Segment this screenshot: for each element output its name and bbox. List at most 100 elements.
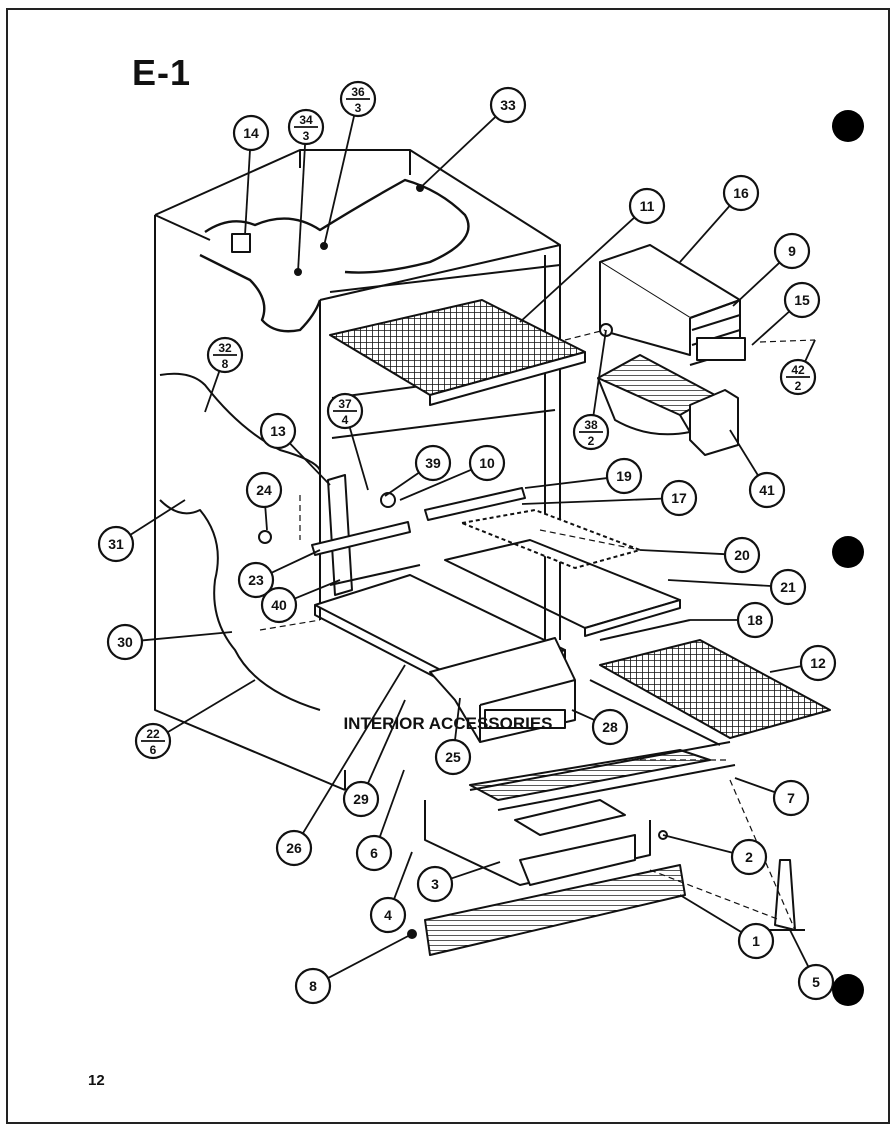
callout-c18: 18 xyxy=(736,601,774,639)
callout-c11: 11 xyxy=(628,187,666,225)
page-border xyxy=(6,8,890,1124)
callout-leader-c30 xyxy=(141,631,233,642)
crisper-drawer-assembly xyxy=(314,574,576,743)
callout-circle xyxy=(730,838,768,876)
callout-leader-c11 xyxy=(519,216,636,323)
callout-c40: 40 xyxy=(260,586,298,624)
meat-pan-assembly xyxy=(424,741,736,886)
callout-leader-c23 xyxy=(271,549,321,574)
callout-c26: 26 xyxy=(275,829,313,867)
callout-c33: 33 xyxy=(489,86,527,124)
callout-label: 41 xyxy=(759,482,775,498)
callout-leader-c31 xyxy=(129,499,186,536)
callout-c25: 25 xyxy=(434,738,472,776)
callout-label: 26 xyxy=(286,840,302,856)
callout-label: 9 xyxy=(788,243,796,259)
callout-label: 8 xyxy=(309,978,317,994)
callout-circle xyxy=(591,708,629,746)
page-number: 12 xyxy=(88,1072,105,1089)
callout-circle xyxy=(245,471,283,509)
callout-leader-c26 xyxy=(302,664,406,834)
callout-leader-c28 xyxy=(571,709,595,721)
callout-c7: 7 xyxy=(772,779,810,817)
callout-circle xyxy=(434,738,472,776)
callout-label: 40 xyxy=(271,597,287,613)
callout-leader-c25 xyxy=(454,697,461,741)
shelf-brackets xyxy=(311,474,526,596)
callout-c13: 13 xyxy=(259,412,297,450)
callout-top-label: 37 xyxy=(338,397,352,411)
callout-label: 24 xyxy=(256,482,272,498)
ice-bucket-assembly xyxy=(599,244,746,366)
callout-c15: 15 xyxy=(783,281,821,319)
callout-leader-c22-6 xyxy=(167,679,256,734)
callout-c41: 41 xyxy=(748,471,786,509)
callout-leader-c40 xyxy=(294,579,341,600)
callout-leader-c36-3 xyxy=(323,115,356,247)
callout-label: 4 xyxy=(384,907,392,923)
callout-label: 14 xyxy=(243,125,259,141)
callout-leader-c14 xyxy=(244,149,251,236)
callout-top-label: 22 xyxy=(146,727,160,741)
callout-c32-8: 328 xyxy=(206,336,244,374)
callout-top-label: 36 xyxy=(351,85,365,99)
callout-label: 15 xyxy=(794,292,810,308)
callout-label: 16 xyxy=(733,185,749,201)
callout-c12: 12 xyxy=(799,644,837,682)
callout-circle xyxy=(799,644,837,682)
callout-top-label: 42 xyxy=(791,363,805,377)
callout-bottom-label: 3 xyxy=(303,129,310,143)
callout-c5: 5 xyxy=(797,963,835,1001)
lower-wire-shelf xyxy=(589,619,831,746)
callout-circle xyxy=(414,444,452,482)
callout-leader-c5 xyxy=(789,929,810,968)
callout-leader-c13 xyxy=(289,442,331,486)
binder-hole-bottom xyxy=(832,974,864,1006)
callout-label: 33 xyxy=(500,97,516,113)
callout-label: 5 xyxy=(812,974,820,990)
callout-label: 30 xyxy=(117,634,133,650)
callout-circle xyxy=(722,174,760,212)
callout-circle xyxy=(355,834,393,872)
callout-c14: 14 xyxy=(232,114,270,152)
callout-leader-c1 xyxy=(679,894,742,933)
callout-c34-3: 343 xyxy=(287,108,325,146)
callout-bottom-label: 8 xyxy=(222,357,229,371)
callout-leader-c4 xyxy=(393,851,413,900)
callout-circle xyxy=(259,412,297,450)
callout-circle xyxy=(106,623,144,661)
callout-circle xyxy=(232,114,270,152)
callout-leader-c21 xyxy=(667,579,772,587)
ice-maker xyxy=(597,354,739,456)
callout-c10: 10 xyxy=(468,444,506,482)
callout-label: 20 xyxy=(734,547,750,563)
callout-c28: 28 xyxy=(591,708,629,746)
binder-hole-top xyxy=(832,110,864,142)
callout-label: 10 xyxy=(479,455,495,471)
callout-circle xyxy=(294,967,332,1005)
figure-caption: INTERIOR ACCESSORIES xyxy=(343,714,553,733)
callout-leader-c9 xyxy=(732,261,781,307)
callout-circle xyxy=(275,829,313,867)
callout-leader-c20 xyxy=(639,549,726,556)
toe-grille xyxy=(424,859,805,956)
callout-leader-c38-2 xyxy=(592,329,607,416)
callout-leaders xyxy=(129,115,816,979)
callout-c3: 3 xyxy=(416,865,454,903)
callout-top-label: 34 xyxy=(299,113,313,127)
callout-label: 7 xyxy=(787,790,795,806)
callout-circle xyxy=(369,896,407,934)
callout-label: 23 xyxy=(248,572,264,588)
callout-circle xyxy=(748,471,786,509)
callout-leader-c34-3 xyxy=(297,143,306,273)
callout-circle xyxy=(628,187,666,225)
callout-c19: 19 xyxy=(605,457,643,495)
callout-c24: 24 xyxy=(245,471,283,509)
callout-leader-c39 xyxy=(384,471,420,497)
callout-c36-3: 363 xyxy=(339,80,377,118)
callout-leader-c10 xyxy=(399,468,472,501)
callout-leader-c8 xyxy=(327,933,413,979)
